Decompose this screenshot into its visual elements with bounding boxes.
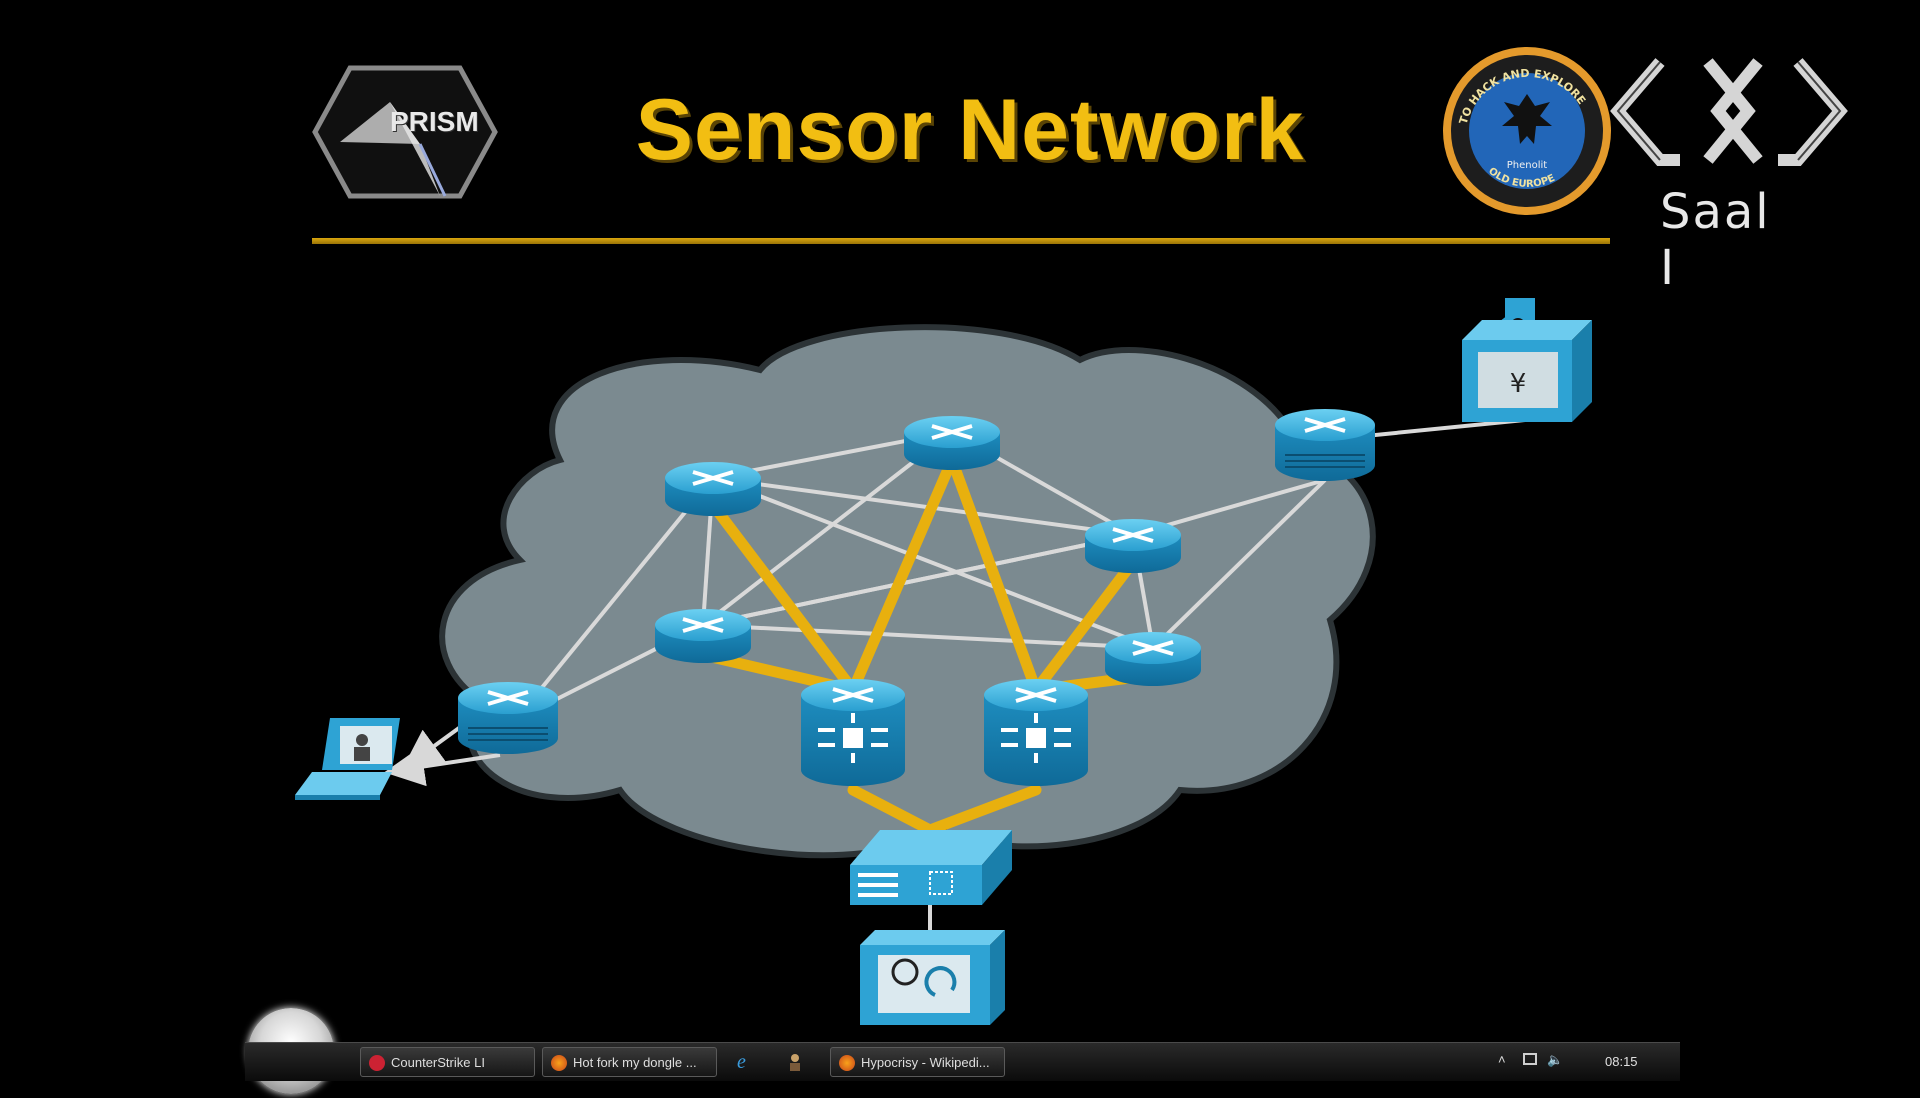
router-node — [904, 416, 1000, 470]
badge-logo: TO HACK AND EXPLORE OLD EUROPE Phenolit — [1443, 47, 1611, 215]
taskbar-item-firefox-1[interactable]: Hot fork my dongle ... — [542, 1047, 717, 1077]
router-node — [1105, 632, 1201, 686]
prism-logo-text: PRISM — [390, 106, 479, 137]
laptop-client — [295, 718, 400, 800]
taskbar-item-label: Hypocrisy - Wikipedi... — [861, 1055, 990, 1070]
network-icon[interactable] — [1523, 1053, 1537, 1065]
network-links — [384, 418, 1526, 940]
router-node — [655, 609, 751, 663]
tray-chevron-icon[interactable]: ˄ — [1498, 1052, 1506, 1067]
taskbar-item-label: Hot fork my dongle ... — [573, 1055, 697, 1070]
router-node — [1085, 519, 1181, 573]
counterstrike-icon — [369, 1055, 385, 1071]
badge-center-text: Phenolit — [1507, 160, 1548, 171]
edge-router-right — [1275, 409, 1375, 481]
slide-title: Sensor Network — [635, 82, 1305, 178]
aggregation-appliance — [850, 830, 1012, 905]
clock[interactable]: 08:15 — [1605, 1054, 1638, 1069]
system-tray: ˄ 🔈 — [1495, 1043, 1675, 1081]
core-switch — [801, 679, 905, 786]
firefox-icon — [839, 1055, 855, 1071]
target-server: ¥ — [1462, 298, 1592, 422]
taskbar-item-label: CounterStrike LI — [391, 1055, 485, 1070]
network-cloud — [439, 324, 1376, 859]
router-node — [665, 462, 761, 516]
edge-router-left — [458, 682, 558, 754]
server-symbol: ¥ — [1510, 369, 1527, 399]
room-label: Saal I — [1660, 184, 1771, 296]
core-switch — [984, 679, 1088, 786]
ie-icon[interactable]: e — [737, 1051, 746, 1073]
analysis-server — [860, 930, 1005, 1025]
volume-icon[interactable]: 🔈 — [1547, 1052, 1564, 1067]
taskbar-item-counterstrike[interactable]: CounterStrike LI — [360, 1047, 535, 1077]
taskbar-item-firefox-2[interactable]: Hypocrisy - Wikipedi... — [830, 1047, 1005, 1077]
routers — [458, 409, 1375, 786]
user-icon[interactable] — [785, 1052, 805, 1072]
conference-logo — [1610, 58, 1848, 166]
prism-logo — [312, 65, 498, 199]
title-underline — [312, 238, 1610, 244]
taskbar: CounterStrike LI Hot fork my dongle ... … — [245, 1042, 1680, 1081]
firefox-icon — [551, 1055, 567, 1071]
